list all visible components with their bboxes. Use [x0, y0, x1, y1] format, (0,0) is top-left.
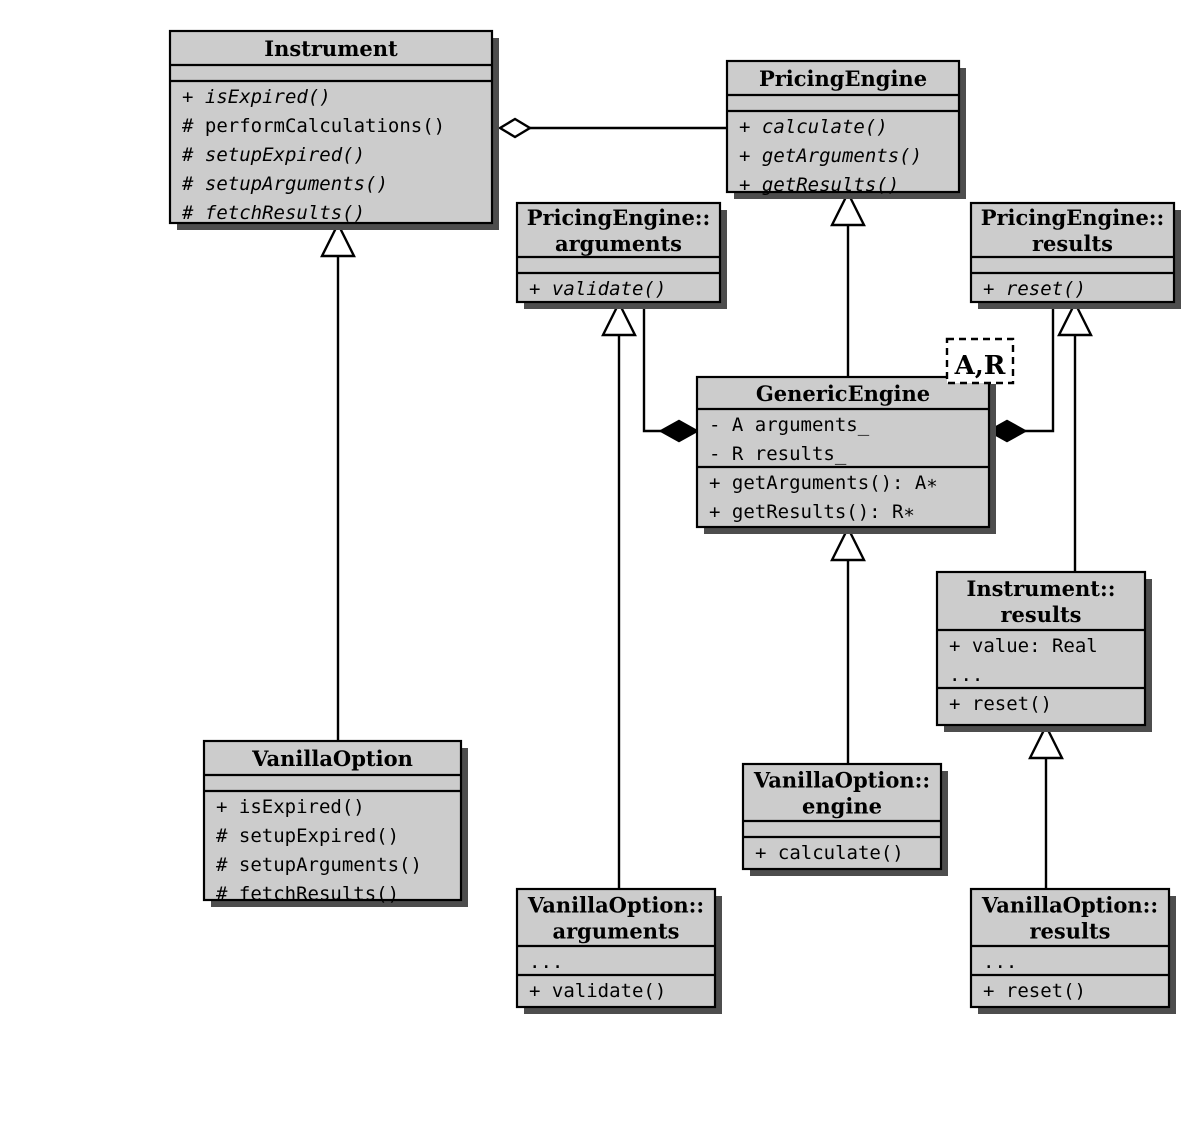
class-title-line: arguments	[553, 919, 680, 944]
class-attribute: ...	[949, 664, 983, 686]
class-method: + reset()	[983, 278, 1086, 300]
class-title-line: VanillaOption	[251, 746, 413, 771]
connector-generalization-vanillaoptionarguments-pricingenginearguments[interactable]	[601, 300, 637, 889]
connector-generalization-vanillaoptionengine-genericengine[interactable]	[830, 525, 866, 764]
class-title-line: Instrument	[264, 36, 398, 61]
template-parameter-label: A,R	[954, 351, 1006, 381]
class-method: + isExpired()	[182, 86, 331, 108]
class-method: + validate()	[529, 278, 666, 300]
class-box-generic-engine[interactable]: GenericEngine - A arguments_ - R results_ +…	[695, 375, 996, 534]
class-title-line: results	[1032, 231, 1113, 256]
connector-generalization-genericengine-pricingengine[interactable]	[830, 190, 866, 377]
class-method: + getArguments(): A∗	[709, 472, 938, 494]
class-box-pricing-engine[interactable]: PricingEngine + calculate() + getArguments…	[725, 59, 966, 199]
class-method: # fetchResults()	[181, 202, 365, 224]
class-method: + getResults(): R∗	[709, 501, 915, 523]
class-title-line: arguments	[555, 231, 682, 256]
class-box-instrument-results[interactable]: Instrument::results+ value: Real...+ res…	[935, 570, 1152, 732]
connector-generalization-instrumentresults-pricingengineresults[interactable]	[1057, 300, 1093, 572]
class-attribute: - R results_	[709, 443, 847, 465]
class-title-line: results	[1029, 919, 1110, 944]
class-box-body	[935, 570, 1147, 727]
class-box-body	[969, 887, 1171, 1009]
class-box-body	[695, 375, 991, 529]
class-title-line: VanillaOption::	[527, 893, 704, 918]
class-box-body	[202, 739, 463, 902]
class-method: + calculate()	[755, 842, 904, 864]
class-box-vanilla-option-engine[interactable]: VanillaOption::engine+ calculate()	[741, 762, 948, 876]
class-method: + validate()	[529, 980, 666, 1002]
class-attribute: - A arguments_	[709, 414, 870, 436]
class-title-line: PricingEngine	[759, 66, 927, 91]
connector-composition-pricingengineresults-genericengine[interactable]	[986, 303, 1055, 443]
class-attribute: ...	[983, 951, 1017, 973]
class-method: + reset()	[949, 693, 1052, 715]
class-method: + getArguments()	[739, 145, 922, 167]
class-method: + isExpired()	[216, 796, 365, 818]
class-box-body	[741, 762, 943, 871]
class-box-body	[168, 29, 494, 225]
class-title-line: PricingEngine::	[981, 205, 1165, 230]
class-title-line: engine	[802, 794, 882, 819]
connector-generalization-vanillaoption-instrument[interactable]	[320, 221, 356, 741]
class-title-line: VanillaOption::	[981, 893, 1158, 918]
class-boxes-layer: Instrument + isExpired() # performCalculat…	[168, 29, 1181, 1014]
class-method: # performCalculations()	[182, 115, 445, 137]
class-method: # setupExpired()	[216, 825, 399, 847]
class-method: + reset()	[983, 980, 1086, 1002]
class-title-line: VanillaOption::	[753, 768, 930, 793]
class-box-body	[725, 59, 961, 194]
class-box-vanilla-option[interactable]: VanillaOption + isExpired() # setupExpired…	[202, 739, 468, 907]
class-title-line: PricingEngine::	[527, 205, 711, 230]
class-attribute: + value: Real	[949, 635, 1098, 657]
class-box-pricing-engine-results[interactable]: PricingEngine::results+ reset()	[969, 201, 1181, 309]
class-title-line: Instrument::	[967, 576, 1116, 601]
class-method: # setupArguments()	[181, 173, 388, 195]
class-box-vanilla-option-arguments[interactable]: VanillaOption::arguments...+ validate()	[515, 887, 722, 1014]
class-box-body	[969, 201, 1176, 304]
connector-aggregation-instrument-pricingengine[interactable]	[497, 117, 727, 139]
class-attribute: ...	[529, 951, 563, 973]
class-title-line: results	[1000, 602, 1081, 627]
class-method: # fetchResults()	[216, 883, 399, 905]
class-box-instrument[interactable]: Instrument + isExpired() # performCalculat…	[168, 29, 499, 230]
class-method: + calculate()	[739, 116, 888, 138]
connector-generalization-vanillaoptionresults-instrumentresults[interactable]	[1028, 723, 1064, 889]
class-method: # setupArguments()	[216, 854, 422, 876]
class-box-pricing-engine-arguments[interactable]: PricingEngine::arguments+ validate()	[515, 201, 727, 309]
class-method: + getResults()	[739, 174, 899, 196]
class-title-line: GenericEngine	[756, 381, 930, 406]
connectors-layer	[320, 117, 1093, 889]
class-box-body	[515, 201, 722, 304]
template-parameter-box-generic-engine: A,R	[945, 337, 1015, 385]
class-method: # setupExpired()	[181, 144, 365, 166]
class-box-vanilla-option-results[interactable]: VanillaOption::results...+ reset()	[969, 887, 1176, 1014]
class-box-body	[515, 887, 717, 1009]
connector-composition-pricingenginearguments-genericengine[interactable]	[642, 303, 700, 443]
